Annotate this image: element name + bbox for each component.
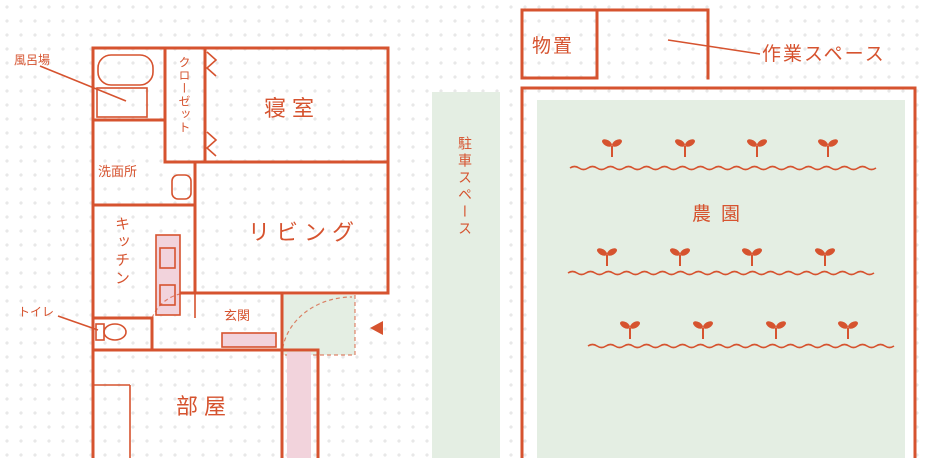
parking-area [432,92,500,458]
farm-crop-rows [567,139,895,349]
workspace-outline [595,8,710,80]
sprout-leaf [815,248,825,256]
sprout-leaf [766,321,776,329]
room-wall [91,348,320,458]
kitchen-toilet-wall [91,316,154,352]
parking-label: 駐車スペース [456,136,472,238]
storage-label: 物置 [532,35,574,57]
toilet-leader-line [57,315,99,331]
sprout-leaf [685,139,695,147]
sprout-icon [838,321,858,339]
sprout-icon [675,139,695,157]
workspace-leader-line [667,39,761,55]
sink-icon [171,174,192,200]
sprout-icon [620,321,640,339]
sprout-leaf [848,321,858,329]
sprout-leaf [680,248,690,256]
sprout-leaf [597,248,607,256]
sprout-icon [742,248,762,266]
farm-label: 農園 [692,203,750,225]
sprout-leaf [612,139,622,147]
bath-floor [96,87,148,118]
sprout-icon [670,248,690,266]
sprout-leaf [675,139,685,147]
living-label: リビング [248,221,360,246]
sprout-leaf [825,248,835,256]
furrow-line [567,270,875,276]
farm-area [537,100,905,458]
entrance-porch [282,295,355,355]
sprout-leaf [607,248,617,256]
sprout-icon [766,321,786,339]
kitchen-sink [159,247,176,269]
sprout-leaf [742,248,752,256]
sprout-leaf [757,139,767,147]
entry-arrow-icon [370,321,383,335]
sprout-leaf [620,321,630,329]
sprout-icon [597,248,617,266]
sprout-leaf [670,248,680,256]
entrance-label: 玄関 [224,309,250,324]
sprout-icon [602,139,622,157]
furrow-line [569,165,877,171]
entrance-step [221,332,277,348]
sprout-leaf [828,139,838,147]
sprout-leaf [703,321,713,329]
closet-door-top [205,51,218,77]
toilet-label: トイレ [18,305,54,319]
closet-door-bottom [205,131,218,157]
toilet-icon [103,323,127,341]
closet-label: クローゼット [177,56,191,134]
washroom-label: 洗面所 [98,165,137,180]
sprout-icon [747,139,767,157]
room-label: 部屋 [176,395,232,420]
sprout-leaf [776,321,786,329]
room-pink-strip [287,352,311,458]
furrow-line [587,343,895,349]
sprout-leaf [752,248,762,256]
bathtub-icon [97,54,154,86]
kitchen-stove [159,284,176,306]
sprout-icon [818,139,838,157]
entrance-door-swing [281,296,353,356]
sprout-leaf [693,321,703,329]
farm-outline [520,86,917,458]
toilet-tank [95,323,105,341]
kitchen-label: キッチン [113,216,131,288]
sprout-icon [693,321,713,339]
sprout-leaf [818,139,828,147]
bath-label: 風呂場 [14,53,50,67]
bedroom-label: 寝室 [264,97,320,122]
sprout-leaf [602,139,612,147]
closet-bedroom-wall [163,46,390,164]
sprout-leaf [630,321,640,329]
sprout-icon [815,248,835,266]
workspace-label: 作業スペース [762,43,886,65]
room-closet-wall [93,384,131,458]
sprout-leaf [838,321,848,329]
sprout-leaf [747,139,757,147]
bath-leader-line [39,65,127,102]
storage-outline [520,8,599,80]
house-outer-wall [91,46,390,458]
kitchen-door-swing [151,292,193,319]
